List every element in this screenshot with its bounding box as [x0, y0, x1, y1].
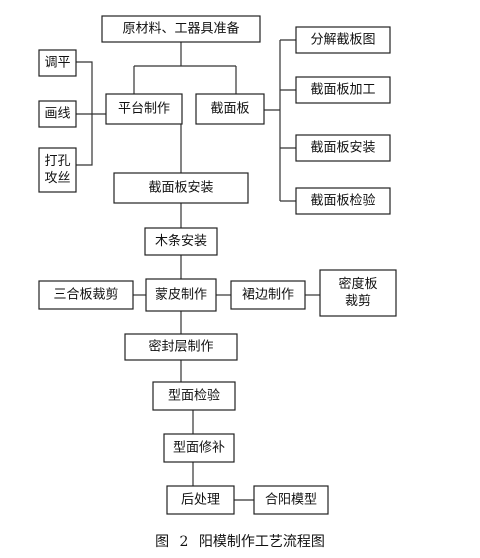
node-houchuli: 后处理 — [166, 485, 235, 515]
node-label-dakong: 攻丝 — [44, 171, 70, 186]
flow-connectors — [76, 39, 320, 501]
node-box-xingmianjianyan — [152, 381, 236, 411]
node-anzhuang: 截面板安装 — [113, 172, 249, 204]
node-label-xiubu: 型面修补 — [173, 441, 225, 456]
node-box-raw — [101, 15, 261, 43]
node-label-mutiao: 木条安装 — [155, 233, 207, 249]
node-label-fenjie: 分解截板图 — [310, 33, 375, 48]
node-label-tiaoping: 调平 — [44, 56, 70, 71]
connector-left-bracket — [76, 61, 106, 166]
node-label-qunbian: 裙边制作 — [242, 288, 294, 303]
node-xiubu: 型面修补 — [163, 433, 235, 463]
node-label-houchuli: 后处理 — [181, 493, 220, 508]
node-label-heyang: 合阳模型 — [265, 493, 317, 508]
node-box-sectionplate — [195, 93, 265, 125]
node-box-heyang — [253, 485, 329, 515]
figure-caption: 图 2 阳模制作工艺流程图 — [155, 534, 325, 550]
node-box-anzhuang_r — [295, 134, 391, 162]
node-box-mengpi — [145, 278, 217, 312]
node-box-mifeng — [124, 333, 238, 361]
node-box-huaxian — [38, 100, 77, 128]
node-mengpi: 蒙皮制作 — [145, 278, 217, 312]
node-heyang: 合阳模型 — [253, 485, 329, 515]
node-box-mutiao — [144, 227, 218, 256]
node-jiagong: 截面板加工 — [295, 76, 391, 104]
node-box-xiubu — [163, 433, 235, 463]
node-platform: 平台制作 — [105, 93, 183, 125]
node-sanheban: 三合板裁剪 — [38, 280, 134, 310]
node-label-jiagong: 截面板加工 — [310, 83, 375, 98]
node-label-mifeng: 密封层制作 — [148, 339, 213, 355]
node-label-sanheban: 三合板裁剪 — [53, 287, 118, 303]
node-label-raw: 原材料、工器具准备 — [122, 21, 239, 37]
node-label-platform: 平台制作 — [118, 102, 170, 117]
node-label-anzhuang: 截面板安装 — [148, 181, 213, 196]
node-box-tiaoping — [38, 49, 77, 77]
node-xingmianjianyan: 型面检验 — [152, 381, 236, 411]
node-label-midu: 裁剪 — [345, 293, 371, 309]
connector-right-bracket — [264, 39, 296, 202]
flow-nodes: 原材料、工器具准备平台制作截面板调平画线打孔攻丝分解截板图截面板加工截面板安装截… — [38, 15, 397, 515]
node-box-anzhuang — [113, 172, 249, 204]
node-jianyan_r: 截面板检验 — [295, 187, 391, 215]
node-box-qunbian — [230, 280, 306, 310]
node-label-huaxian: 画线 — [44, 107, 70, 122]
node-box-jianyan_r — [295, 187, 391, 215]
node-box-sanheban — [38, 280, 134, 310]
node-fenjie: 分解截板图 — [295, 26, 391, 54]
node-huaxian: 画线 — [38, 100, 77, 128]
node-raw: 原材料、工器具准备 — [101, 15, 261, 43]
node-box-fenjie — [295, 26, 391, 54]
node-anzhuang_r: 截面板安装 — [295, 134, 391, 162]
node-label-anzhuang_r: 截面板安装 — [310, 141, 375, 156]
node-mifeng: 密封层制作 — [124, 333, 238, 361]
node-box-midu — [319, 269, 397, 317]
node-box-dakong — [38, 147, 77, 193]
node-box-houchuli — [166, 485, 235, 515]
node-qunbian: 裙边制作 — [230, 280, 306, 310]
node-label-xingmianjianyan: 型面检验 — [168, 388, 220, 404]
node-mutiao: 木条安装 — [144, 227, 218, 256]
node-tiaoping: 调平 — [38, 49, 77, 77]
node-label-mengpi: 蒙皮制作 — [155, 288, 207, 303]
node-box-platform — [105, 93, 183, 125]
node-label-dakong: 打孔 — [44, 154, 70, 169]
node-label-sectionplate: 截面板 — [210, 102, 249, 117]
node-label-midu: 密度板 — [338, 276, 377, 292]
node-label-jianyan_r: 截面板检验 — [310, 193, 375, 209]
node-box-jiagong — [295, 76, 391, 104]
node-sectionplate: 截面板 — [195, 93, 265, 125]
